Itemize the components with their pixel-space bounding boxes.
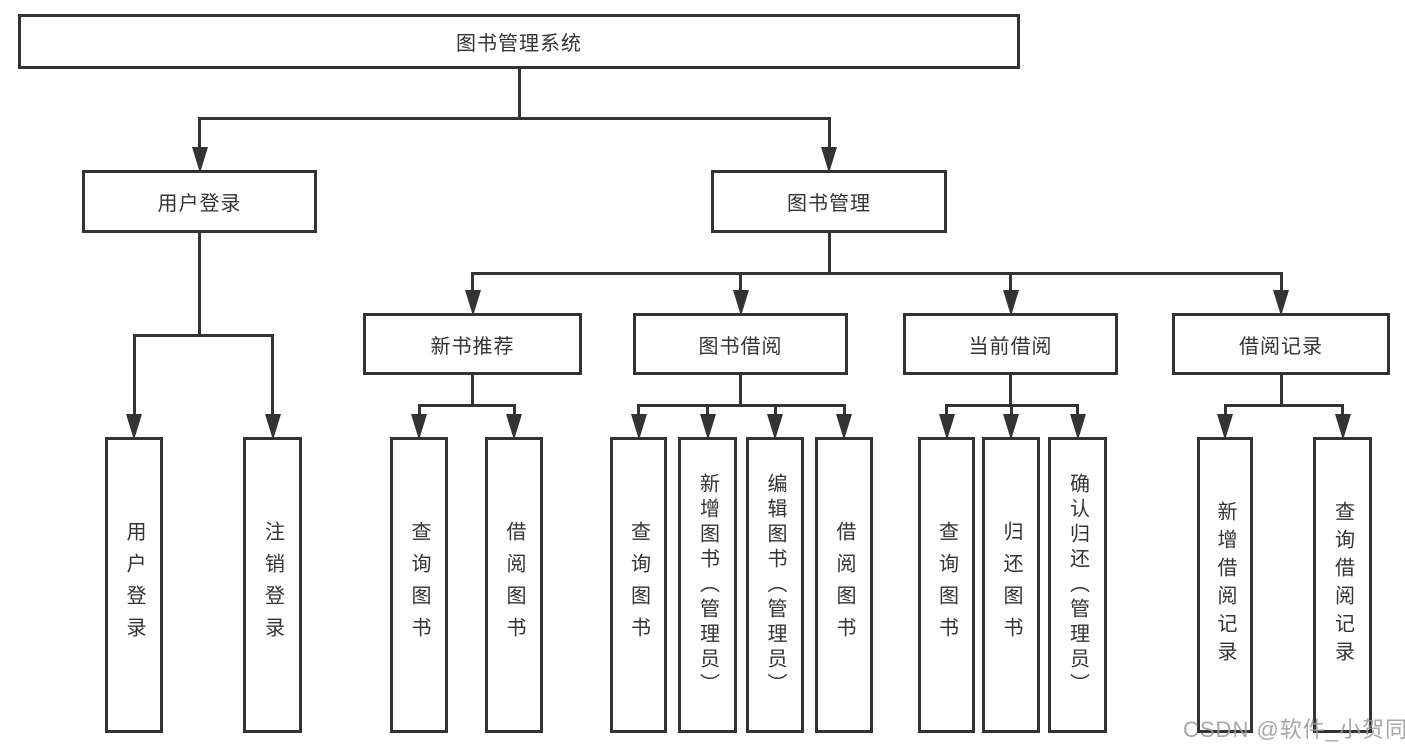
edge-drop-user-login [198, 118, 201, 147]
arrowhead-down-icon [630, 414, 647, 440]
edge-branch-borrow-records [1223, 403, 1344, 407]
node-label-root: 图书管理系统 [456, 33, 582, 55]
node-leaf-cb-query: 查询图书 [918, 437, 975, 733]
edge-drop-book-mgmt [827, 118, 831, 147]
arrowhead-down-icon [411, 414, 427, 440]
node-label-leaf-bb-edit: 编辑图书（管理员） [764, 472, 786, 698]
csdn-watermark: CSDN @软件_小贺同学 [1183, 717, 1405, 742]
arrowhead-down-icon [938, 414, 955, 440]
arrowhead-down-icon [1002, 290, 1019, 316]
arrowhead-down-icon [191, 147, 208, 173]
node-label-leaf-cb-confirm: 确认归还（管理员） [1066, 472, 1089, 698]
node-label-leaf-br-query: 查询借阅记录 [1331, 501, 1354, 669]
node-label-leaf-nbr-borrow: 借阅图书 [503, 521, 525, 649]
arrowhead-down-icon [1273, 290, 1289, 316]
arrowhead-down-icon [821, 147, 837, 173]
edge-drop-leaf-user-login [132, 335, 136, 414]
edge-drop-current-borrow [1009, 273, 1012, 290]
arrowhead-down-icon [1003, 414, 1019, 440]
edge-stem-borrow-records [1279, 375, 1283, 405]
node-leaf-bb-query: 查询图书 [610, 437, 667, 733]
edge-stem-book-borrow [739, 375, 742, 405]
edge-drop-leaf-bb-query [637, 405, 640, 414]
node-leaf-bb-borrow: 借阅图书 [815, 437, 873, 733]
edge-drop-leaf-bb-add [706, 405, 709, 414]
node-label-leaf-cb-return: 归还图书 [1000, 521, 1022, 649]
edge-branch-new-book-rec [417, 403, 516, 407]
node-leaf-cb-return: 归还图书 [982, 437, 1040, 733]
edge-drop-leaf-bb-borrow [842, 405, 846, 414]
arrowhead-down-icon [767, 414, 783, 440]
edge-stem-current-borrow [1009, 375, 1012, 405]
node-leaf-br-query: 查询借阅记录 [1313, 437, 1372, 733]
node-borrow-records: 借阅记录 [1172, 313, 1390, 375]
arrowhead-down-icon [836, 414, 852, 440]
node-label-leaf-logout: 注销登录 [261, 521, 284, 649]
node-label-new-book-rec: 新书推荐 [430, 335, 515, 358]
edge-drop-leaf-br-add [1223, 405, 1227, 414]
node-label-leaf-bb-borrow: 借阅图书 [833, 521, 855, 649]
node-leaf-bb-add: 新增图书（管理员） [678, 437, 737, 733]
edge-branch-book-borrow [637, 403, 846, 407]
node-leaf-nbr-query: 查询图书 [390, 437, 448, 733]
node-leaf-nbr-borrow: 借阅图书 [485, 437, 543, 733]
edge-branch-root [198, 116, 831, 120]
node-book-borrow: 图书借阅 [633, 313, 848, 375]
edge-drop-leaf-logout [271, 335, 274, 414]
node-label-leaf-cb-query: 查询图书 [935, 521, 958, 649]
node-label-leaf-nbr-query: 查询图书 [408, 521, 430, 649]
arrowhead-down-icon [126, 414, 142, 440]
arrowhead-down-icon [264, 414, 281, 440]
edge-drop-leaf-nbr-borrow [512, 405, 516, 414]
edge-drop-new-book-rec [471, 273, 474, 290]
node-label-leaf-user-login: 用户登录 [123, 521, 145, 649]
edge-drop-leaf-cb-return [1009, 405, 1013, 414]
node-label-borrow-records: 借阅记录 [1239, 335, 1323, 358]
node-book-mgmt: 图书管理 [711, 170, 947, 233]
edge-stem-root [517, 69, 521, 118]
edge-drop-leaf-nbr-query [417, 405, 421, 414]
arrowhead-down-icon [506, 414, 522, 440]
edge-stem-user-login [198, 233, 201, 335]
node-label-current-borrow: 当前借阅 [968, 335, 1053, 358]
edge-stem-new-book-rec [471, 375, 474, 405]
arrowhead-down-icon [732, 290, 749, 316]
edge-drop-book-borrow [739, 273, 742, 290]
edge-stem-book-mgmt [827, 233, 831, 273]
node-leaf-logout: 注销登录 [243, 437, 302, 733]
node-leaf-cb-confirm: 确认归还（管理员） [1048, 437, 1107, 733]
node-root: 图书管理系统 [18, 14, 1020, 69]
node-leaf-bb-edit: 编辑图书（管理员） [746, 437, 804, 733]
arrowhead-down-icon [464, 290, 481, 316]
edge-drop-leaf-cb-confirm [1076, 405, 1079, 414]
node-label-book-mgmt: 图书管理 [787, 193, 871, 215]
edge-branch-user-login [132, 333, 274, 337]
edge-drop-leaf-br-query [1341, 405, 1344, 414]
node-leaf-user-login: 用户登录 [105, 437, 163, 733]
arrowhead-down-icon [699, 414, 716, 440]
node-label-leaf-bb-query: 查询图书 [627, 521, 650, 649]
node-current-borrow: 当前借阅 [903, 313, 1118, 375]
arrowhead-down-icon [1334, 414, 1351, 440]
node-user-login: 用户登录 [82, 170, 317, 233]
node-label-leaf-bb-add: 新增图书（管理员） [696, 472, 719, 698]
node-label-book-borrow: 图书借阅 [698, 335, 783, 358]
node-label-leaf-br-add: 新增借阅记录 [1214, 501, 1236, 669]
node-leaf-br-add: 新增借阅记录 [1197, 437, 1253, 733]
node-new-book-rec: 新书推荐 [363, 313, 582, 375]
edge-branch-book-mgmt [471, 271, 1283, 275]
arrowhead-down-icon [1217, 414, 1233, 440]
arrowhead-down-icon [1069, 414, 1086, 440]
edge-drop-leaf-bb-edit [773, 405, 777, 414]
node-label-user-login: 用户登录 [157, 193, 242, 215]
edge-drop-borrow-records [1279, 273, 1283, 290]
edge-drop-leaf-cb-query [945, 405, 948, 414]
